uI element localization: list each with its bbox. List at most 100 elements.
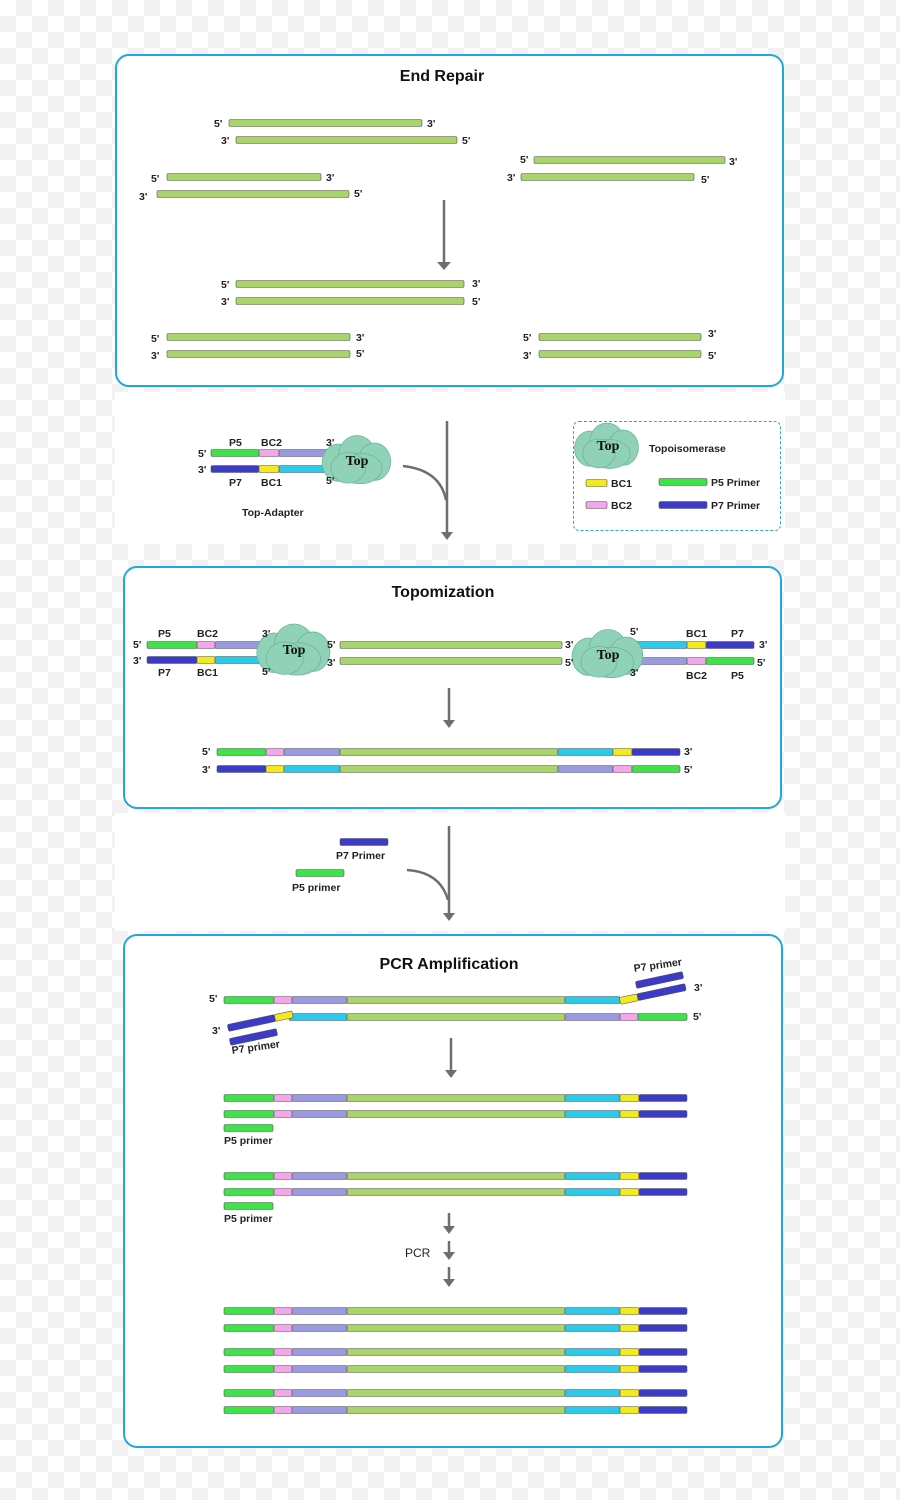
adapter-caption: Top-Adapter bbox=[242, 507, 304, 519]
pcr-final-6-seg-4 bbox=[564, 1406, 621, 1414]
pcr-round1-a-seg-2 bbox=[291, 1094, 348, 1102]
er-frag2-top-seg-0 bbox=[166, 173, 322, 181]
pcr-round2-a-seg-2 bbox=[291, 1172, 348, 1180]
pcr-final-2-seg-6 bbox=[638, 1324, 688, 1332]
adapter-top-label: Top bbox=[346, 454, 369, 469]
topo-product-top-seg-1 bbox=[265, 748, 285, 756]
pcr-template-top-seg-0 bbox=[223, 996, 275, 1004]
topo-right-adapter-top bbox=[629, 641, 755, 649]
topo-left-5-bottom: 5' bbox=[262, 666, 271, 678]
adapter-bottom-5: 5' bbox=[326, 475, 335, 487]
pcr-template-bottom bbox=[288, 1013, 688, 1021]
pcr-round2-b-seg-0 bbox=[223, 1188, 275, 1196]
arrow-primer-curve bbox=[406, 868, 450, 901]
adapter-top-strand-seg-1 bbox=[258, 449, 280, 457]
pcr-round1-b-seg-1 bbox=[273, 1110, 293, 1118]
er-repaired1-top bbox=[235, 280, 465, 288]
pcr-round2-b-seg-2 bbox=[291, 1188, 348, 1196]
legend-topoisomerase-cloud bbox=[574, 422, 639, 469]
legend-bc2-swatch bbox=[585, 501, 608, 509]
topo-product-5: 5' bbox=[202, 746, 211, 758]
pcr-final-1-seg-3 bbox=[346, 1307, 566, 1315]
adapter-bottom-strand bbox=[210, 465, 339, 473]
pcr-final-2-seg-3 bbox=[346, 1324, 566, 1332]
adapter-bottom-strand-seg-0 bbox=[210, 465, 260, 473]
pcr-round2-p5-primer bbox=[223, 1202, 274, 1210]
topo-product-top-seg-3 bbox=[339, 748, 559, 756]
pcr-final-5-seg-2 bbox=[291, 1389, 348, 1397]
pcr-p7-primer-bottom-seg-0 bbox=[229, 1028, 278, 1046]
adapter-p7-label: P7 bbox=[229, 477, 242, 489]
pcr-template-top bbox=[223, 996, 621, 1004]
er-f1-3: 3' bbox=[427, 118, 436, 130]
pcr-round2-a-seg-6 bbox=[638, 1172, 688, 1180]
pcr-template-top-seg-1 bbox=[273, 996, 293, 1004]
legend-bc1-swatch bbox=[585, 479, 608, 487]
pcr-template-bottom-seg-0 bbox=[288, 1013, 348, 1021]
er-r2-3: 3' bbox=[356, 332, 365, 344]
pcr-final-3-seg-1 bbox=[273, 1348, 293, 1356]
topo-right-adapter-bottom-seg-2 bbox=[705, 657, 755, 665]
er-repaired2-top-seg-0 bbox=[166, 333, 351, 341]
er-r2b-3: 3' bbox=[151, 350, 160, 362]
pcr-final-4-seg-4 bbox=[564, 1365, 621, 1373]
pcr-final-5 bbox=[223, 1389, 688, 1397]
pcr-final-6-seg-2 bbox=[291, 1406, 348, 1414]
arrow-topomization-head bbox=[443, 720, 455, 728]
topo-product-top-seg-6 bbox=[631, 748, 681, 756]
pcr-round1-a-seg-0 bbox=[223, 1094, 275, 1102]
topo-insert-b3: 3' bbox=[327, 657, 336, 669]
pcr-round1-b-seg-3 bbox=[346, 1110, 566, 1118]
topo-product-top-seg-2 bbox=[283, 748, 341, 756]
er-f2b-3: 3' bbox=[139, 191, 148, 203]
topoisomerase-labels: Top Top Top Top bbox=[283, 439, 620, 663]
pcr-round2-p5-primer-seg-0 bbox=[223, 1202, 274, 1210]
flow-arrows bbox=[402, 200, 457, 1287]
arrow-end-repair-head bbox=[437, 262, 451, 270]
er-f1b-5: 5' bbox=[462, 135, 471, 147]
pcr-final-3-seg-6 bbox=[638, 1348, 688, 1356]
er-frag3-bottom bbox=[520, 173, 695, 181]
pcr-final-3 bbox=[223, 1348, 688, 1356]
pcr-round2-a bbox=[223, 1172, 688, 1180]
pcr-bottom-extension-seg-0 bbox=[227, 1014, 276, 1032]
legend-p5-swatch-seg-0 bbox=[658, 478, 708, 486]
pcr-round1-b-seg-6 bbox=[638, 1110, 688, 1118]
pcr-cycle-label: PCR bbox=[405, 1246, 431, 1260]
pcr-template-bottom-seg-3 bbox=[619, 1013, 639, 1021]
topo-product-top-seg-4 bbox=[557, 748, 614, 756]
pcr-p5-primer-label-2: P5 primer bbox=[224, 1213, 273, 1225]
pcr-final-3-seg-2 bbox=[291, 1348, 348, 1356]
free-p7-primer bbox=[339, 838, 389, 846]
legend-top-label: Top bbox=[597, 439, 620, 454]
legend-bc1: BC1 bbox=[611, 478, 633, 490]
arrow-pcr-2-head bbox=[443, 1252, 455, 1260]
pcr-final-5-seg-5 bbox=[619, 1389, 640, 1397]
pcr-final-4-seg-3 bbox=[346, 1365, 566, 1373]
topo-left-adapter-bottom-seg-0 bbox=[146, 656, 198, 664]
topo-product-b3: 3' bbox=[202, 764, 211, 776]
topo-product-bottom-seg-3 bbox=[339, 765, 559, 773]
end-repair-panel bbox=[115, 54, 784, 387]
er-r2-5: 5' bbox=[151, 333, 160, 345]
topo-product-bottom-seg-4 bbox=[557, 765, 614, 773]
pcr-final-5-seg-0 bbox=[223, 1389, 275, 1397]
pcr-final-5-seg-6 bbox=[638, 1389, 688, 1397]
pcr-final-3-seg-3 bbox=[346, 1348, 566, 1356]
topo-product-top-seg-0 bbox=[216, 748, 267, 756]
pcr-round1-b-seg-0 bbox=[223, 1110, 275, 1118]
adapter-bc2-label: BC2 bbox=[261, 437, 283, 449]
topo-right-cloud bbox=[571, 629, 644, 679]
p7-primer-label: P7 Primer bbox=[336, 850, 386, 862]
pcr-final-4 bbox=[223, 1365, 688, 1373]
pcr-round1-a-seg-1 bbox=[273, 1094, 293, 1102]
adapter-top-strand bbox=[210, 449, 339, 457]
topo-product-b5: 5' bbox=[684, 764, 693, 776]
er-r3-3: 3' bbox=[708, 328, 717, 340]
topo-product-bottom-seg-0 bbox=[216, 765, 267, 773]
pcr-round1-b bbox=[223, 1110, 688, 1118]
arrow-pcr-1-head bbox=[443, 1226, 455, 1234]
topo-right-5: 5' bbox=[757, 657, 766, 669]
er-repaired1-bottom-seg-0 bbox=[235, 297, 465, 305]
topo-right-top-label: Top bbox=[597, 648, 620, 663]
